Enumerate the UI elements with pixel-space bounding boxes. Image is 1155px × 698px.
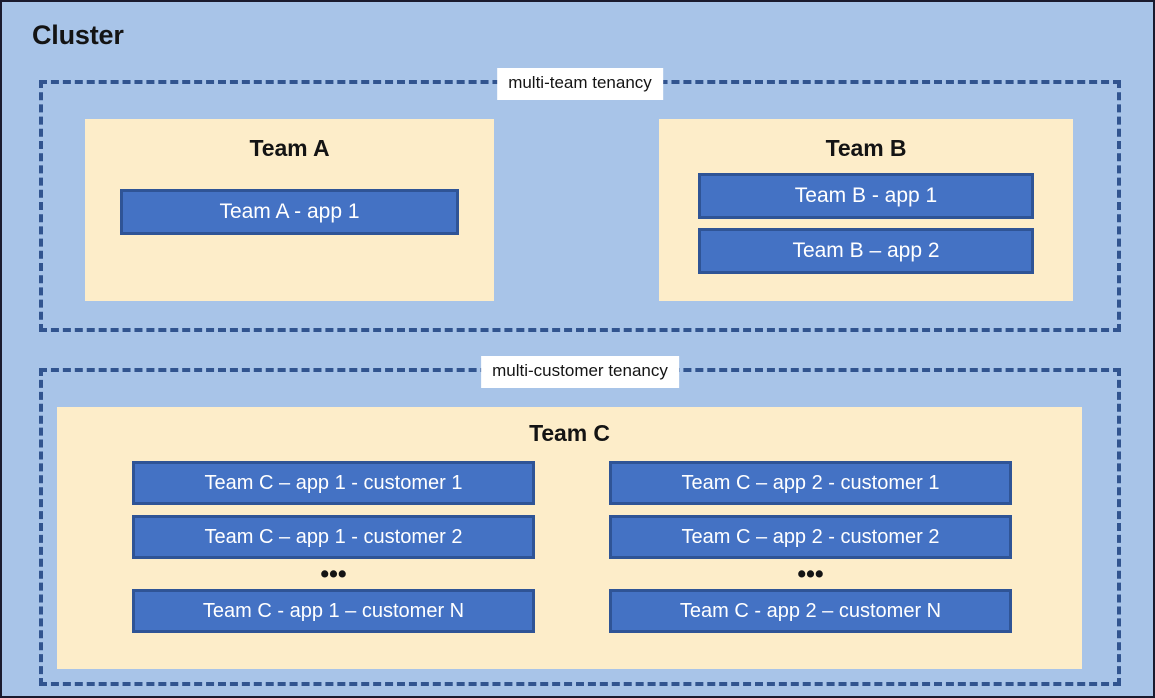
tenancy-zone-label-multi-customer: multi-customer tenancy (481, 356, 679, 388)
app-box-team-c-app-2-customer-1[interactable]: Team C – app 2 - customer 1 (609, 461, 1012, 505)
team-c-column-app-2: Team C – app 2 - customer 1 Team C – app… (609, 461, 1012, 633)
app-box-team-c-app-2-customer-2[interactable]: Team C – app 2 - customer 2 (609, 515, 1012, 559)
cluster-title: Cluster (32, 20, 124, 50)
tenancy-zone-multi-customer: multi-customer tenancy (39, 356, 1121, 686)
team-c-columns: Team C – app 1 - customer 1 Team C – app… (132, 461, 1082, 633)
ellipsis-team-c-app-2: ••• (797, 560, 824, 588)
team-panel-team-a: Team A Team A - app 1 (85, 119, 494, 301)
team-title-team-a: Team A (249, 135, 330, 161)
ellipsis-team-c-app-1: ••• (320, 560, 347, 588)
app-box-team-b-app-2[interactable]: Team B – app 2 (698, 228, 1034, 274)
team-title-team-c: Team C (529, 420, 610, 446)
app-box-team-c-app-1-customer-2[interactable]: Team C – app 1 - customer 2 (132, 515, 535, 559)
app-box-team-c-app-1-customer-n[interactable]: Team C - app 1 – customer N (132, 589, 535, 633)
app-list-team-a: Team A - app 1 (120, 189, 459, 235)
app-box-team-b-app-1[interactable]: Team B - app 1 (698, 173, 1034, 219)
team-panel-team-c: Team C Team C – app 1 - customer 1 Team … (57, 407, 1082, 669)
app-list-team-b: Team B - app 1 Team B – app 2 (698, 173, 1034, 274)
app-box-team-a-app-1[interactable]: Team A - app 1 (120, 189, 459, 235)
tenancy-zone-label-multi-team: multi-team tenancy (497, 68, 663, 100)
app-box-team-c-app-1-customer-1[interactable]: Team C – app 1 - customer 1 (132, 461, 535, 505)
team-title-team-b: Team B (825, 135, 907, 161)
app-box-team-c-app-2-customer-n[interactable]: Team C - app 2 – customer N (609, 589, 1012, 633)
tenancy-zone-multi-team: multi-team tenancy (39, 68, 1121, 332)
team-panel-team-b: Team B Team B - app 1 Team B – app 2 (659, 119, 1073, 301)
team-c-column-app-1: Team C – app 1 - customer 1 Team C – app… (132, 461, 535, 633)
